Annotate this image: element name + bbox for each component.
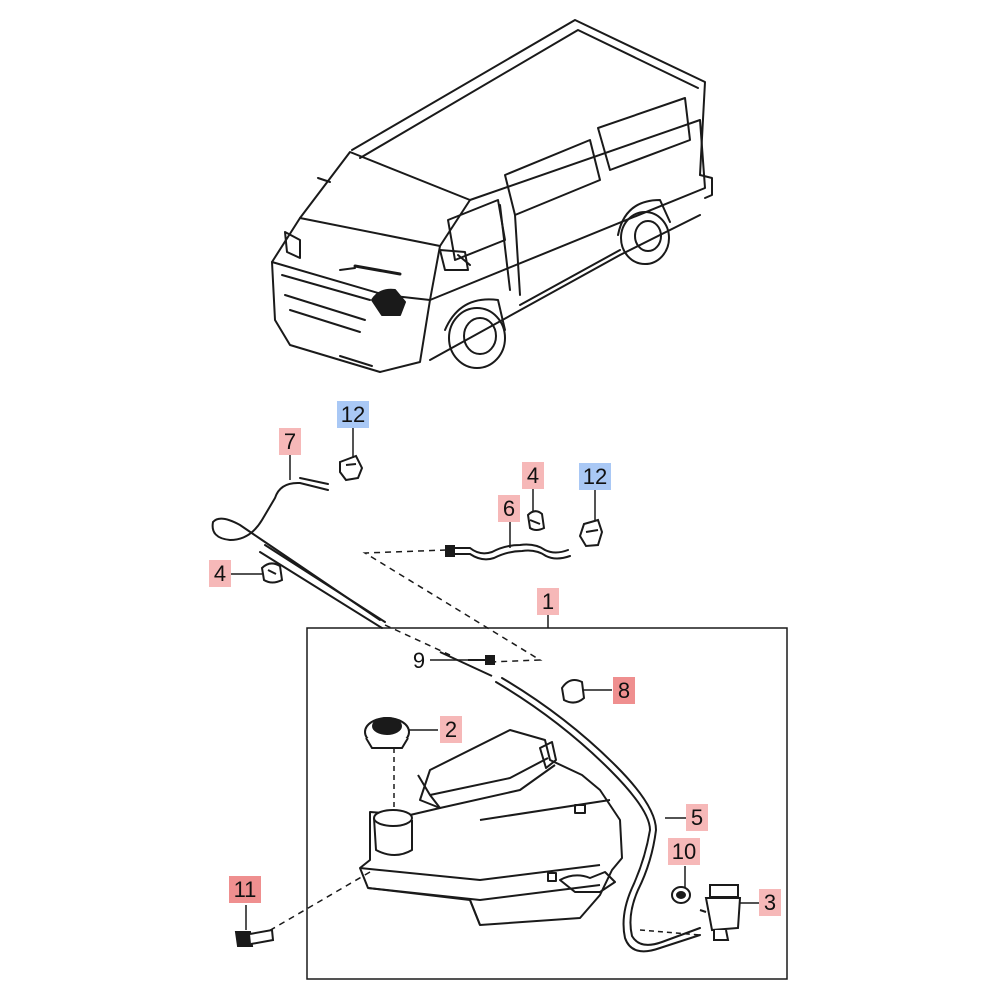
guide-lines-upper	[362, 549, 543, 663]
clip-4-right	[526, 510, 546, 531]
pipe-main	[264, 544, 386, 623]
bolt-11	[234, 928, 275, 947]
callout-3: 3	[759, 889, 781, 916]
callout-8: 8	[613, 677, 635, 704]
callout-11: 11	[229, 876, 261, 903]
callout-7: 7	[279, 428, 301, 455]
leader-lines	[230, 428, 760, 930]
callout-2: 2	[440, 716, 462, 743]
upper-hose-assembly	[211, 477, 571, 629]
callout-10: 10	[668, 838, 700, 865]
callout-12-left: 12	[337, 401, 369, 428]
callout-9: 9	[408, 647, 430, 674]
reservoir-tank	[359, 729, 623, 926]
clip-8	[560, 679, 586, 704]
pump-motor-3	[699, 884, 742, 941]
clip-4-left	[260, 562, 284, 584]
nozzle-12-right	[578, 518, 604, 548]
callout-4-right: 4	[522, 462, 544, 489]
nozzle-12-left	[339, 454, 364, 482]
callout-12-right: 12	[579, 463, 611, 490]
van-illustration	[271, 19, 713, 373]
callout-5: 5	[686, 804, 708, 831]
callout-1: 1	[537, 588, 559, 615]
hose-6	[449, 543, 569, 555]
hose-7	[211, 481, 381, 621]
guide-bolt	[261, 871, 371, 936]
connector-9	[439, 651, 495, 677]
cap-2	[364, 717, 410, 749]
callout-4-left: 4	[209, 560, 231, 587]
assembly-box-1	[306, 627, 788, 980]
hose-5	[495, 677, 701, 953]
grommet-10	[671, 886, 691, 904]
callout-6: 6	[498, 495, 520, 522]
guide-motor	[639, 929, 701, 936]
